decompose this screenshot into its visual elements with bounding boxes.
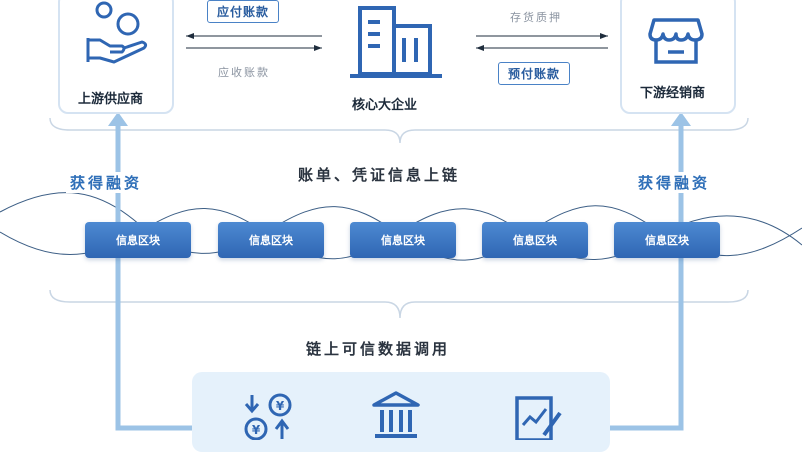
inventory-pledge-label: 存货质押 xyxy=(510,11,562,24)
data-call-title: 链上可信数据调用 xyxy=(306,340,451,358)
flow-arrow-pledge xyxy=(476,33,608,39)
flow-arrow-receivable xyxy=(186,45,322,51)
document-chart-icon xyxy=(515,396,562,440)
accounts-receivable-label: 应收账款 xyxy=(218,66,270,79)
building-icon xyxy=(350,6,442,78)
bank-icon xyxy=(372,391,420,438)
finance-label-left: 获得融资 xyxy=(66,172,147,193)
chain-title: 账单、凭证信息上链 xyxy=(298,166,461,184)
currency-exchange-icon: ¥ ¥ xyxy=(244,393,292,440)
svg-text:¥: ¥ xyxy=(252,423,261,437)
flow-arrow-payable xyxy=(186,33,322,39)
top-brace xyxy=(49,117,749,144)
svg-text:¥: ¥ xyxy=(276,399,285,413)
core-enterprise-label: 核心大企业 xyxy=(352,98,418,113)
info-block: 信息区块 xyxy=(614,222,720,258)
supplier-card xyxy=(58,0,174,114)
info-block: 信息区块 xyxy=(218,222,324,258)
hand-coins-icon xyxy=(86,1,148,64)
info-block: 信息区块 xyxy=(350,222,456,258)
info-block: 信息区块 xyxy=(85,222,191,258)
bottom-brace xyxy=(49,289,749,319)
finance-arrow-right xyxy=(604,112,691,431)
flow-arrow-prepay xyxy=(476,45,608,51)
accounts-payable-tag: 应付账款 xyxy=(207,0,280,23)
store-icon xyxy=(648,18,704,64)
prepayment-tag: 预付账款 xyxy=(498,62,571,85)
supplier-label: 上游供应商 xyxy=(78,92,144,107)
finance-arrow-left xyxy=(108,112,200,431)
info-block: 信息区块 xyxy=(482,222,588,258)
finance-label-right: 获得融资 xyxy=(634,172,715,193)
distributor-label: 下游经销商 xyxy=(640,86,706,101)
